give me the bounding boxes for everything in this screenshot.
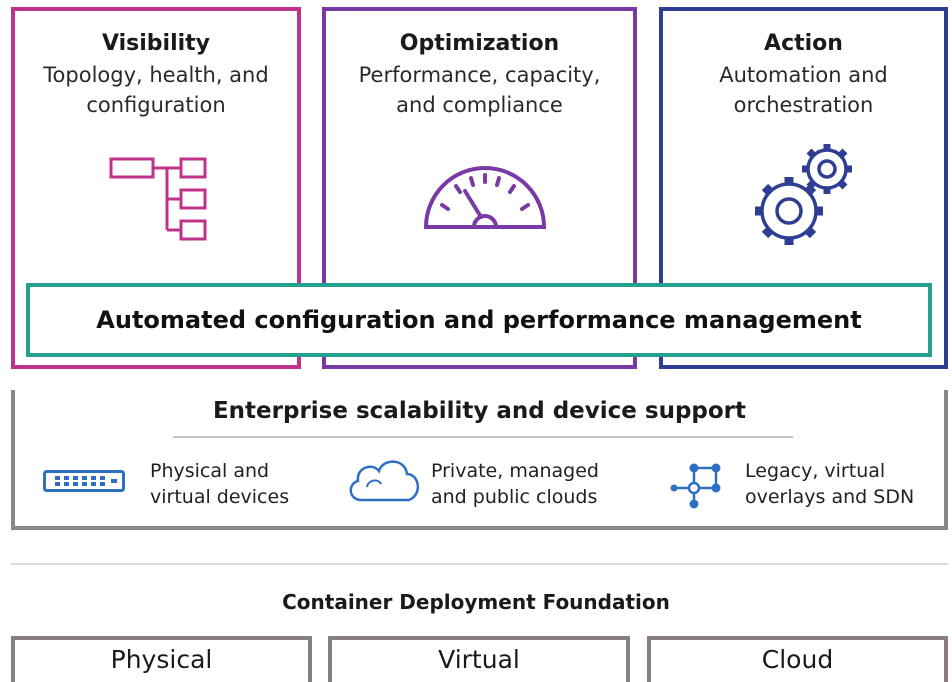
visibility-subtitle-line2: configuration (86, 93, 226, 117)
section-divider (11, 563, 948, 565)
network-switch-icon (43, 470, 125, 492)
feature-physical-virtual: Physical and virtual devices (150, 458, 289, 510)
foundation-title: Container Deployment Foundation (282, 590, 670, 614)
cloud-icon (349, 460, 419, 502)
topology-tree-icon (109, 157, 207, 241)
optimization-subtitle: Performance, capacity, and compliance (326, 60, 633, 120)
feature-2-line2: and public clouds (431, 486, 598, 508)
enterprise-divider (173, 436, 793, 438)
enterprise-section: Enterprise scalability and device suppor… (11, 390, 948, 530)
action-subtitle-line1: Automation and (719, 63, 888, 87)
optimization-subtitle-line2: and compliance (396, 93, 563, 117)
feature-clouds: Private, managed and public clouds (431, 458, 599, 510)
action-title: Action (764, 31, 843, 56)
foundation-physical: Physical (11, 636, 312, 682)
visibility-subtitle-line1: Topology, health, and (43, 63, 269, 87)
feature-2-line1: Private, managed (431, 460, 599, 482)
gears-icon (755, 144, 852, 245)
visibility-title: Visibility (101, 31, 211, 56)
visibility-subtitle: Topology, health, and configuration (15, 60, 297, 120)
optimization-subtitle-line1: Performance, capacity, (358, 63, 601, 87)
optimization-title: Optimization (399, 31, 560, 56)
automated-config-banner: Automated configuration and performance … (26, 283, 932, 357)
feature-1-line2: virtual devices (150, 486, 290, 508)
banner-text: Automated configuration and performance … (96, 306, 862, 334)
foundation-virtual: Virtual (328, 636, 630, 682)
action-subtitle: Automation and orchestration (663, 60, 944, 120)
foundation-cloud: Cloud (647, 636, 948, 682)
feature-3-line1: Legacy, virtual (745, 460, 886, 482)
feature-sdn: Legacy, virtual overlays and SDN (745, 458, 914, 510)
feature-3-line2: overlays and SDN (745, 486, 915, 508)
gauge-icon (423, 166, 547, 229)
network-nodes-icon (670, 463, 721, 509)
action-subtitle-line2: orchestration (733, 93, 874, 117)
feature-1-line1: Physical and (150, 460, 270, 482)
enterprise-title: Enterprise scalability and device suppor… (212, 398, 747, 424)
